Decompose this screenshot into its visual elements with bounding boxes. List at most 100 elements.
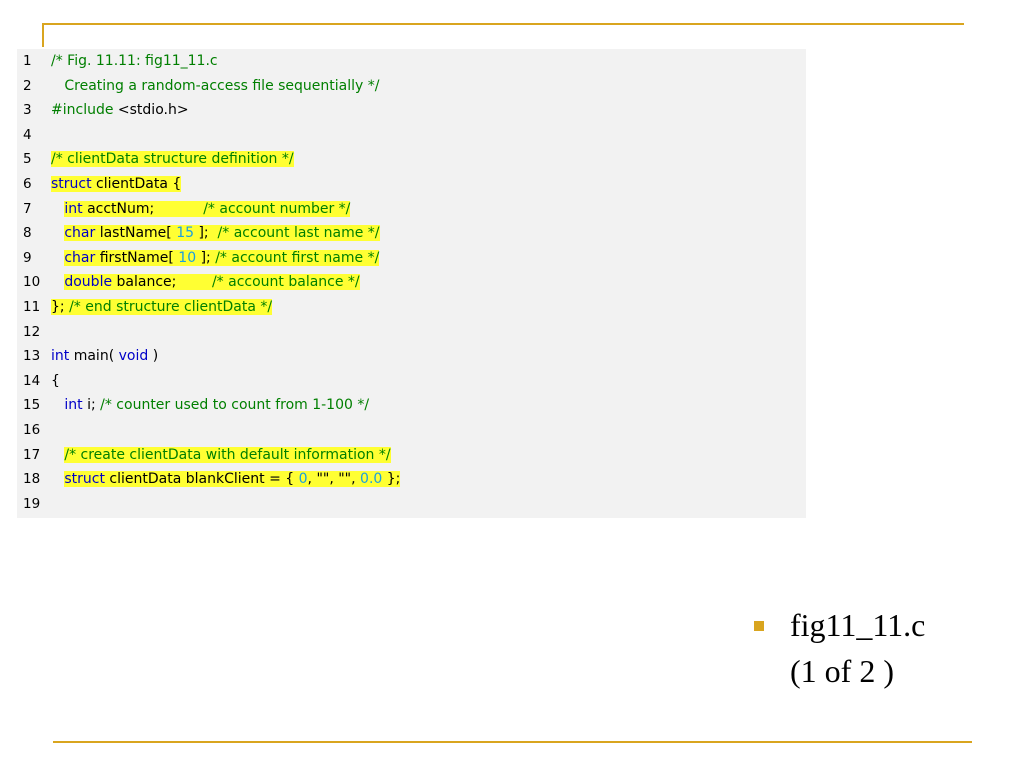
- bullet-square-icon: [754, 621, 764, 631]
- code-token: i;: [82, 397, 101, 414]
- line-number: 12: [23, 323, 41, 340]
- top-divider-tick: [42, 23, 44, 47]
- code-token: void: [118, 348, 149, 365]
- bullet-title-part: (1 of 2 ): [790, 653, 894, 689]
- code-line: 1/* Fig. 11.11: fig11_11.c: [17, 49, 806, 74]
- line-code: struct clientData blankClient = { 0, "",…: [51, 467, 401, 492]
- code-line: 15 int i; /* counter used to count from …: [17, 393, 806, 418]
- line-number: 11: [23, 299, 41, 315]
- code-token: "": [316, 471, 330, 488]
- line-number: 5: [23, 151, 32, 168]
- code-token: clientData {: [91, 176, 182, 192]
- code-line: 10 double balance; /* account balance */: [17, 270, 806, 295]
- line-number: 2: [23, 77, 32, 94]
- code-line: 7 int acctNum; /* account number */: [17, 197, 806, 222]
- line-number: 18: [23, 471, 41, 488]
- line-code: int main( void ): [51, 344, 158, 369]
- code-line: 11}; /* end structure clientData */: [17, 295, 806, 320]
- code-token: 15: [176, 225, 195, 242]
- code-line: 2 Creating a random-access file sequenti…: [17, 74, 806, 99]
- code-token: ,: [351, 471, 361, 488]
- code-line: 12: [17, 320, 806, 345]
- line-code: }; /* end structure clientData */: [51, 295, 273, 320]
- line-number: 15: [23, 397, 41, 414]
- code-line: 18 struct clientData blankClient = { 0, …: [17, 467, 806, 492]
- code-token: acctNum;: [82, 200, 204, 217]
- code-token: "": [338, 471, 352, 488]
- line-code: char lastName[ 15 ]; /* account last nam…: [51, 221, 380, 246]
- code-line: 13 int main( void ): [17, 344, 806, 369]
- line-code: /* Fig. 11.11: fig11_11.c: [51, 49, 218, 74]
- line-code: {: [51, 369, 60, 394]
- code-line: 3 #include <stdio.h>: [17, 98, 806, 123]
- code-token: 10: [178, 249, 197, 266]
- code-line: 8 char lastName[ 15 ]; /* account last n…: [17, 221, 806, 246]
- code-token: main(: [69, 348, 119, 365]
- code-token: ): [148, 348, 159, 365]
- code-token: int: [51, 348, 70, 365]
- code-token: ];: [196, 249, 216, 266]
- code-token: ,: [307, 471, 317, 488]
- bottom-divider-line: [53, 741, 972, 743]
- code-token: /* end structure clientData */: [69, 299, 273, 315]
- code-token: firstName[: [95, 249, 179, 266]
- line-code: int i; /* counter used to count from 1-1…: [51, 393, 369, 418]
- line-number: 10: [23, 274, 41, 291]
- code-token: /* clientData structure definition */: [51, 151, 294, 168]
- code-token: /* account first name */: [215, 249, 380, 266]
- line-number: 3: [23, 102, 32, 119]
- code-token: 0.0: [360, 471, 383, 488]
- code-token: };: [51, 299, 70, 315]
- line-number: 13: [23, 348, 41, 365]
- code-token: /* account number */: [203, 200, 351, 217]
- code-token: #include: [51, 102, 118, 119]
- line-code: #include <stdio.h>: [51, 98, 189, 123]
- code-token: /* create clientData with default inform…: [64, 446, 391, 463]
- code-token: char: [64, 249, 96, 266]
- code-token: };: [382, 471, 401, 488]
- line-code: /* clientData structure definition */: [51, 147, 294, 172]
- code-token: /* account balance */: [211, 274, 360, 291]
- line-number: 6: [23, 176, 32, 192]
- line-number: 7: [23, 200, 32, 217]
- code-token: struct: [51, 176, 92, 192]
- code-token: balance;: [112, 274, 212, 291]
- code-token: struct: [64, 471, 105, 488]
- code-token: char: [64, 225, 96, 242]
- code-line: 17 /* create clientData with default inf…: [17, 443, 806, 468]
- code-token: Creating a random-access file sequential…: [51, 77, 380, 94]
- bullet-title-filename: fig11_11.c: [790, 607, 926, 643]
- code-line: 5 /* clientData structure definition */: [17, 147, 806, 172]
- line-code: int acctNum; /* account number */: [51, 197, 351, 222]
- line-number: 19: [23, 495, 41, 512]
- code-line: 9 char firstName[ 10 ]; /* account first…: [17, 246, 806, 271]
- code-token: /* account last name */: [217, 225, 380, 242]
- code-token: /* counter used to count from 1-100 */: [100, 397, 370, 414]
- line-number: 9: [23, 249, 32, 266]
- code-line: 14 {: [17, 369, 806, 394]
- code-line: 19: [17, 492, 806, 517]
- code-token: <stdio.h>: [117, 102, 189, 119]
- code-token: ];: [194, 225, 218, 242]
- code-token: int: [64, 200, 83, 217]
- line-number: 17: [23, 446, 41, 463]
- code-line: 6 struct clientData {: [17, 172, 806, 197]
- code-token: clientData blankClient = {: [104, 471, 299, 488]
- code-token: /* Fig. 11.11: fig11_11.c: [51, 53, 218, 69]
- code-line: 16: [17, 418, 806, 443]
- code-line: 4: [17, 123, 806, 148]
- code-token: double: [64, 274, 113, 291]
- line-number: 8: [23, 225, 32, 242]
- code-token: lastName[: [95, 225, 177, 242]
- code-token: int: [64, 397, 83, 414]
- line-code: Creating a random-access file sequential…: [51, 74, 379, 99]
- line-number: 14: [23, 372, 41, 389]
- code-token: 0: [298, 471, 308, 488]
- code-token: ,: [329, 471, 339, 488]
- top-divider-line: [42, 23, 964, 25]
- slide-bullet-title: fig11_11.c (1 of 2 ): [790, 602, 1010, 694]
- line-code: char firstName[ 10 ]; /* account first n…: [51, 246, 380, 271]
- line-number: 16: [23, 422, 41, 438]
- line-code: /* create clientData with default inform…: [51, 443, 391, 468]
